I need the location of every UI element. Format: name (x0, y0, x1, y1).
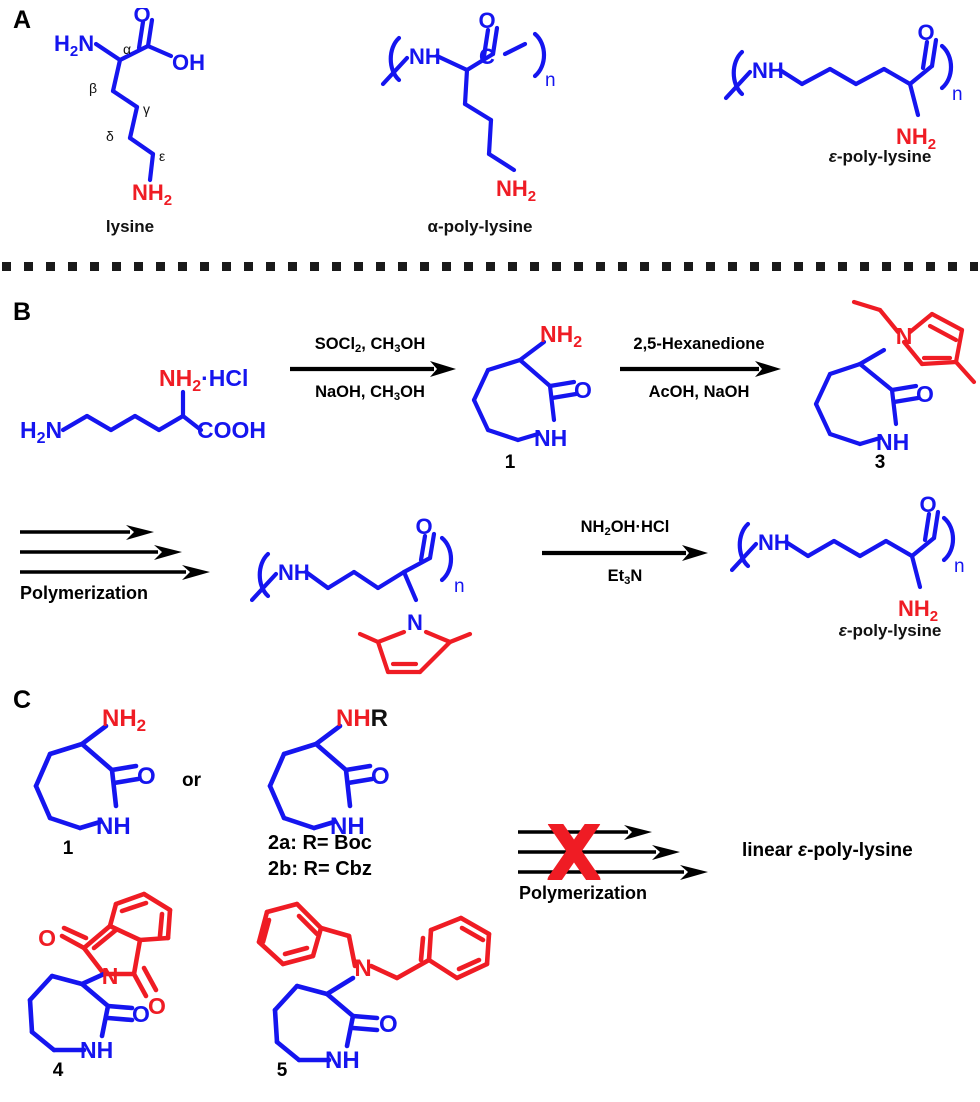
structure-epsilon-poly-lysine-a: NH O NH2 n (723, 22, 963, 152)
greek-delta: δ (106, 128, 114, 144)
arrow3-conditions-below: Et3N (607, 567, 643, 588)
atom-label-nh: NH (325, 1047, 360, 1074)
failed-product-prefix: linear (742, 840, 798, 861)
failed-polymerization-arrow (518, 824, 708, 880)
atom-label-h2n: H2N (54, 31, 94, 60)
caption-epsilon-prefix-b: ε (838, 621, 847, 640)
failed-product-epsilon: ε (797, 840, 808, 861)
cross-mark-icon (547, 824, 601, 880)
atom-label-c: C (479, 44, 495, 69)
atom-label-n: N (102, 963, 119, 989)
compound-label-5: 5 (276, 1060, 288, 1081)
atom-label-n: N (896, 323, 913, 349)
atom-label-o: O (916, 381, 934, 407)
failed-product-text: linear ε-poly-lysine (742, 840, 913, 862)
atom-label-nh: NH (409, 44, 441, 69)
arrow1-conditions-below: NaOH, CH3OH (315, 383, 425, 404)
structure-compound-2: NHR O NH (267, 705, 390, 840)
structure-pyrrole-polymer: NH O N n (250, 514, 473, 675)
panel-letter-b: B (13, 298, 32, 326)
atom-label-nh2-hcl: NH2·HCl (159, 365, 248, 395)
compound-label-1-b: 1 (504, 452, 516, 473)
atom-label-nh2: NH2 (102, 705, 146, 735)
atom-label-o: O (379, 1011, 398, 1038)
reaction-arrow-1 (290, 361, 456, 377)
caption-lysine: lysine (105, 217, 155, 236)
atom-label-n-subscript: n (952, 84, 963, 105)
arrow1-conditions-above: SOCl2, CH3OH (314, 335, 426, 356)
greek-beta: β (89, 80, 97, 96)
atom-label-oh: OH (172, 50, 205, 75)
panel-divider (2, 262, 978, 271)
atom-label-o: O (917, 22, 934, 45)
arrow3-conditions-above: NH2OH·HCl (580, 518, 670, 539)
atom-label-o: O (371, 763, 390, 790)
atom-label-nh2: NH2 (540, 321, 582, 351)
greek-alpha: α (123, 41, 131, 57)
atom-label-o-lactam: O (132, 1001, 150, 1027)
atom-label-o-left: O (38, 925, 56, 951)
atom-label-nh: NH (752, 58, 784, 83)
atom-label-o: O (574, 377, 592, 403)
atom-label-n-subscript: n (454, 576, 465, 597)
failed-product-suffix: -poly-lysine (807, 840, 913, 861)
panel-letter-a: A (13, 6, 32, 34)
polymerization-label-c: Polymerization (519, 883, 648, 903)
atom-label-nh: NH (758, 530, 790, 555)
structure-compound-1-c: NH2 O NH (33, 705, 156, 840)
atom-label-nh: NH (96, 813, 131, 840)
caption-alpha-poly-lysine: α-poly-lysine (427, 217, 533, 236)
atom-label-nh-ring: NH (330, 813, 365, 840)
atom-label-nh2: NH2 (898, 596, 938, 622)
atom-label-o: O (919, 492, 936, 517)
atom-label-o: O (478, 12, 495, 33)
or-connector: or (182, 770, 201, 791)
compound-label-4: 4 (52, 1060, 64, 1081)
panel-letter-c: C (13, 686, 32, 714)
atom-label-o: O (415, 514, 432, 539)
caption-epsilon-rest: -poly-lysine (836, 147, 932, 166)
atom-label-o: O (133, 8, 150, 27)
structure-alpha-poly-lysine: NH O C NH2 n (380, 12, 556, 205)
compound-label-3: 3 (874, 452, 886, 473)
reaction-arrow-3 (542, 545, 708, 561)
atom-label-nh: NH (876, 429, 909, 455)
compound-label-2a: 2a: R= Boc (268, 832, 372, 854)
atom-label-nh: NH (80, 1037, 113, 1063)
atom-label-n-subscript: n (545, 70, 556, 91)
atom-label-nh: NHR (336, 705, 388, 732)
atom-label-cooh: COOH (197, 417, 266, 443)
structure-compound-5: N O NH (256, 901, 492, 1074)
structure-compound-4: N O O O NH (27, 891, 173, 1063)
atom-label-nh2: NH2 (132, 180, 172, 209)
atom-label-n: N (407, 610, 423, 635)
arrow2-conditions-above: 2,5-Hexanedione (633, 335, 765, 353)
structure-lysine: H2N O OH NH2 α β γ δ ε (54, 8, 205, 209)
atom-label-nh2: NH2 (496, 176, 536, 205)
compound-label-2b: 2b: R= Cbz (268, 858, 372, 880)
atom-label-o: O (137, 763, 156, 790)
compound-label-1-c: 1 (62, 838, 74, 859)
greek-epsilon: ε (159, 148, 165, 164)
atom-label-h2n: H2N (20, 417, 62, 447)
polymerization-arrow-b (20, 525, 210, 580)
structure-compound-3: N O NH (813, 299, 977, 455)
caption-epsilon-prefix: ε (828, 147, 837, 166)
structure-lysine-hcl: H2N COOH NH2·HCl (20, 365, 266, 447)
atom-label-n: N (354, 955, 371, 982)
atom-label-o-right: O (148, 993, 166, 1019)
caption-epsilon-poly-lysine-a: ε-poly-lysine (790, 147, 970, 167)
polymerization-label-b: Polymerization (20, 583, 149, 603)
atom-label-nh: NH (534, 425, 567, 451)
atom-label-nh: NH (278, 560, 310, 585)
structure-compound-1-b: NH2 O NH (471, 321, 592, 451)
caption-epsilon-poly-lysine-b: ε-poly-lysine (800, 621, 980, 641)
caption-epsilon-rest-b: -poly-lysine (846, 621, 942, 640)
atom-label-n-subscript: n (954, 556, 965, 577)
arrow2-conditions-below: AcOH, NaOH (648, 383, 750, 401)
structure-epsilon-poly-lysine-b: NH O NH2 n (730, 492, 965, 622)
greek-gamma: γ (143, 101, 150, 117)
reaction-arrow-2 (620, 361, 781, 377)
